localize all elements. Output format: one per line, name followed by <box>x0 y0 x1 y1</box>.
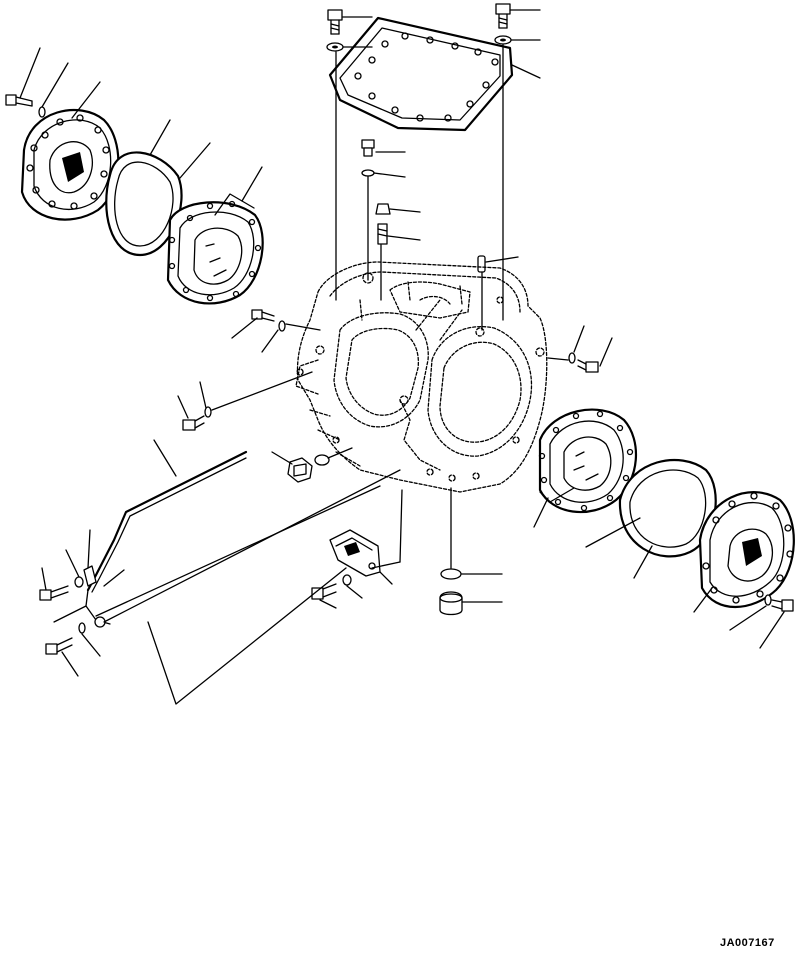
leader-lines-center <box>367 151 519 331</box>
leader-lines-top <box>335 9 541 321</box>
breather-tube <box>85 450 248 628</box>
tube-clamp-bolt <box>39 585 69 601</box>
tube-end-bolt <box>45 637 73 655</box>
o-ring-small <box>361 169 375 177</box>
cover-bolt-left <box>327 9 343 35</box>
leader-lines-left-top <box>19 47 263 216</box>
right-flange-cover <box>698 491 795 609</box>
housing-o-ring-upper-left <box>278 320 286 332</box>
cover-washer-right <box>494 35 512 45</box>
leader-lines-tube <box>41 439 403 705</box>
dowel-pin <box>477 255 486 273</box>
leader-lines-housing <box>177 317 613 465</box>
hose-bracket <box>329 529 381 577</box>
housing-plug-right <box>577 359 599 373</box>
cover-bolt-right <box>495 3 511 29</box>
stud <box>377 223 388 245</box>
flange-bolt-right <box>771 599 794 612</box>
drawing-code: JA007167 <box>720 937 775 949</box>
tube-clamp-washer <box>74 576 84 588</box>
drain-plug-bottom <box>439 591 463 616</box>
filler-plug <box>361 139 375 157</box>
drain-gasket-bottom <box>440 568 462 580</box>
plug-cap <box>375 203 391 215</box>
housing-bolt-mid-left <box>182 415 205 431</box>
housing-bolt-upper-left <box>251 309 275 322</box>
top-cover-plate <box>328 16 514 132</box>
flange-washer-left <box>38 106 46 118</box>
cover-washer-left <box>326 42 344 52</box>
left-flange-cover <box>20 108 120 221</box>
right-shim-pack <box>538 408 637 514</box>
tube-clamp-bracket <box>83 565 97 587</box>
flange-bolt-left <box>5 94 33 107</box>
tube-end-washer <box>78 622 86 634</box>
housing-o-ring-right <box>568 352 576 364</box>
flange-washer-right <box>764 594 772 606</box>
left-shim-pack <box>166 200 264 305</box>
bracket-bolt <box>311 583 337 600</box>
bracket-washer <box>342 574 352 586</box>
drain-plug-left <box>287 457 313 483</box>
leader-lines-right <box>533 487 785 649</box>
drain-o-ring-left <box>314 454 330 466</box>
leader-lines-bottom <box>450 487 503 603</box>
differential-housing <box>295 261 548 493</box>
housing-o-ring-mid-left <box>204 406 212 418</box>
